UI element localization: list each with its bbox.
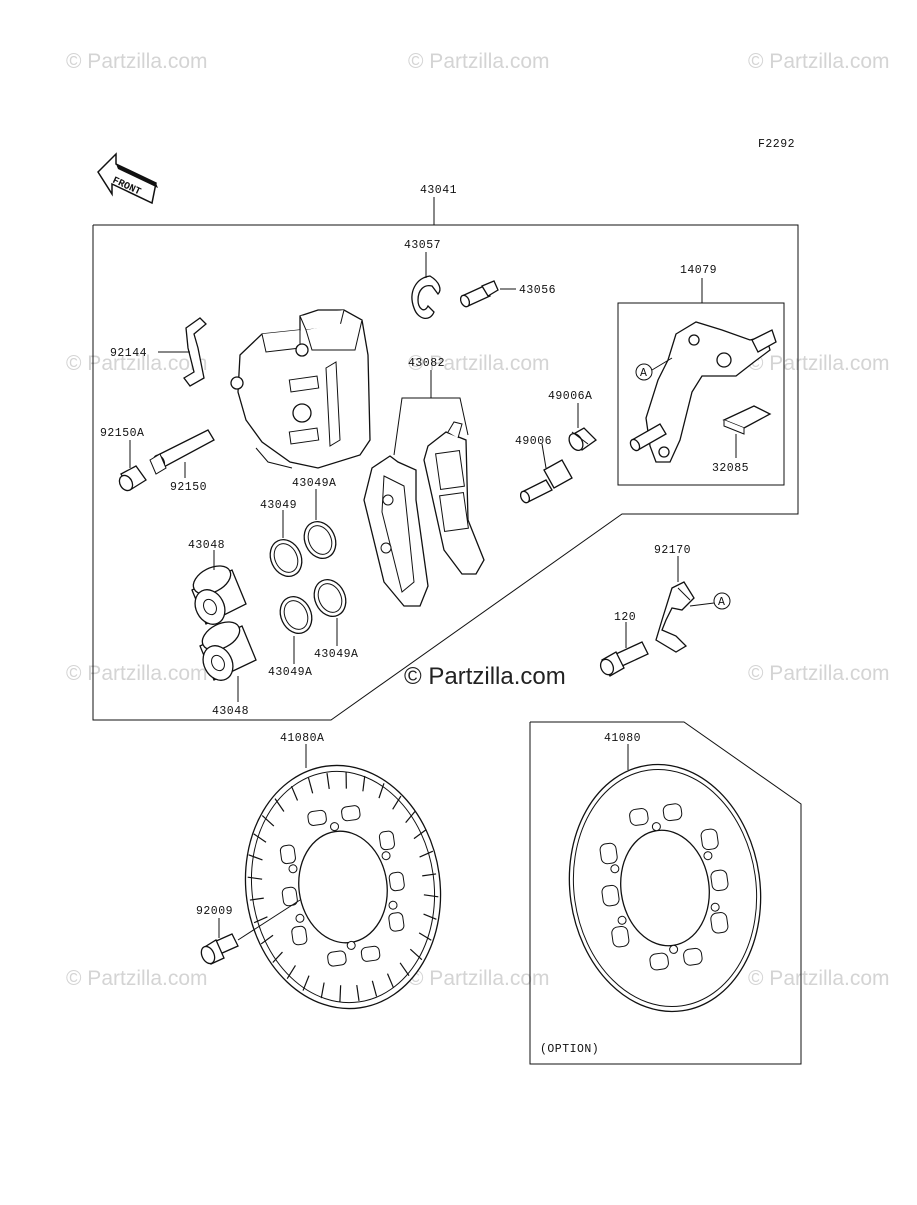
watermark: © Partzilla.com — [748, 352, 890, 375]
pin-92150 — [149, 429, 215, 475]
caliper-bracket-14079 — [629, 321, 777, 463]
brake-disc-41080A — [244, 764, 442, 1010]
part-label-92170: 92170 — [654, 544, 691, 557]
pad-spring-92144 — [158, 317, 207, 387]
caliper-assembly-frame — [92, 224, 799, 721]
piston-43048-top — [191, 565, 247, 625]
watermark: © Partzilla.com — [66, 352, 208, 375]
pin-49006 — [519, 459, 573, 504]
figure-code: F2292 — [758, 138, 795, 151]
callout-a-guide — [713, 592, 731, 610]
piston-seal-43049A-top — [303, 521, 337, 559]
watermark: © Partzilla.com — [748, 50, 890, 73]
center-watermark: © Partzilla.com — [404, 663, 566, 690]
part-label-43049A-top: 43049A — [292, 477, 336, 490]
bracket-subassembly-frame — [617, 302, 785, 486]
part-label-43082: 43082 — [408, 357, 445, 370]
part-label-14079: 14079 — [680, 264, 717, 277]
hose-guide-92170 — [655, 581, 695, 653]
front-arrow-icon: FRONT — [97, 152, 158, 205]
piston-seal-43049A-mid — [313, 579, 347, 617]
brake-disc-41080 — [568, 763, 762, 1013]
part-label-43049: 43049 — [260, 499, 297, 512]
bleed-valve-43056 — [459, 280, 499, 308]
part-label-43048-top: 43048 — [188, 539, 225, 552]
callout-a-label-2: A — [718, 596, 725, 609]
part-label-32085: 32085 — [712, 462, 749, 475]
disc-bolt-92009 — [200, 933, 239, 965]
part-label-41080: 41080 — [604, 732, 641, 745]
plug-92150A — [118, 465, 147, 492]
watermark: © Partzilla.com — [66, 662, 208, 685]
watermark: © Partzilla.com — [66, 50, 208, 73]
pad-clip-43057 — [411, 275, 441, 319]
part-label-41080A: 41080A — [280, 732, 324, 745]
part-label-49006: 49006 — [515, 435, 552, 448]
part-label-43057: 43057 — [404, 239, 441, 252]
watermark-grid: © Partzilla.com © Partzilla.com © Partzi… — [66, 50, 890, 990]
part-label-92144: 92144 — [110, 347, 147, 360]
watermark: © Partzilla.com — [66, 967, 208, 990]
part-label-92009: 92009 — [196, 905, 233, 918]
bolt-120 — [599, 641, 649, 677]
boot-49006A — [568, 427, 598, 452]
piston-seal-43049A-bot — [279, 596, 313, 634]
watermark: © Partzilla.com — [408, 352, 550, 375]
watermark: © Partzilla.com — [748, 967, 890, 990]
watermark: © Partzilla.com — [748, 662, 890, 685]
piston-seal-43049 — [269, 539, 303, 577]
option-disc-frame — [529, 721, 802, 1065]
part-label-43041: 43041 — [420, 184, 457, 197]
part-label-43049A-bot: 43049A — [268, 666, 312, 679]
piston-43048-bot — [199, 621, 257, 681]
option-label: (OPTION) — [540, 1043, 599, 1056]
pad-retainer-32085 — [722, 405, 772, 435]
part-label-120: 120 — [614, 611, 636, 624]
part-label-92150: 92150 — [170, 481, 207, 494]
part-label-43056: 43056 — [519, 284, 556, 297]
callout-a-bracket — [635, 363, 653, 381]
caliper-body — [230, 309, 371, 469]
brake-pad-inner — [363, 455, 429, 607]
part-label-49006A: 49006A — [548, 390, 592, 403]
brake-pad-outer — [423, 421, 485, 575]
watermark: © Partzilla.com — [408, 967, 550, 990]
part-label-92150A: 92150A — [100, 427, 144, 440]
part-label-43048-bot: 43048 — [212, 705, 249, 718]
part-label-43049A-mid: 43049A — [314, 648, 358, 661]
watermark: © Partzilla.com — [408, 50, 550, 73]
callout-a-label: A — [640, 367, 647, 380]
